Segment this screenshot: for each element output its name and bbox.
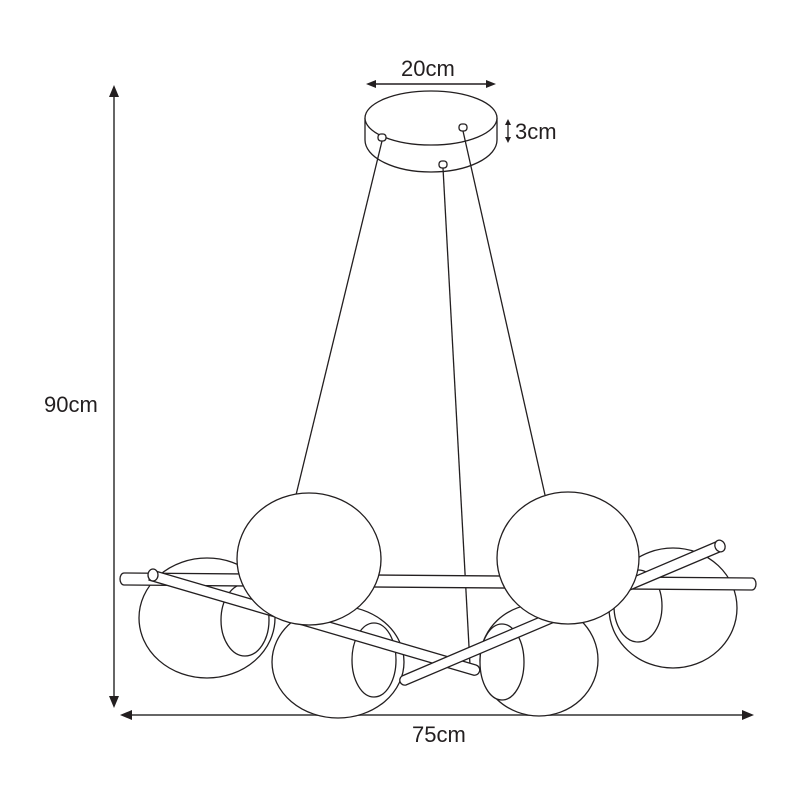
canopy-width-arrow <box>366 80 496 88</box>
globe-top-right <box>496 491 640 625</box>
total-width-label: 75cm <box>412 722 466 747</box>
canopy-height-label: 3cm <box>515 119 557 144</box>
width-dimension-arrow <box>120 710 754 720</box>
canopy-height-arrow <box>505 119 511 143</box>
canopy-diameter-label: 20cm <box>401 56 455 81</box>
globe-top-left <box>236 492 382 626</box>
canopy <box>364 90 498 173</box>
height-dimension-arrow <box>109 85 119 708</box>
total-height-label: 90cm <box>44 392 98 417</box>
